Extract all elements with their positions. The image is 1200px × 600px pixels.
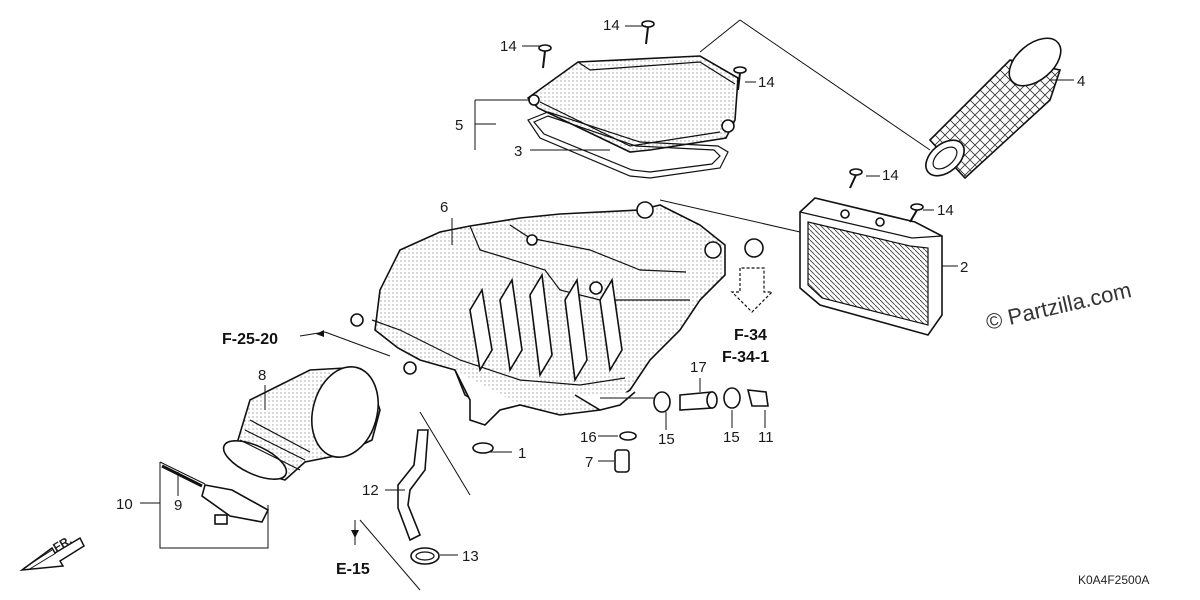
callout-15-right: 15 bbox=[723, 429, 740, 446]
plug-7[interactable] bbox=[614, 449, 630, 473]
callout-16: 16 bbox=[580, 429, 597, 446]
front-direction-arrow bbox=[19, 536, 85, 572]
callout-14-left: 14 bbox=[500, 38, 517, 55]
callout-13: 13 bbox=[462, 548, 479, 565]
cover-gasket[interactable] bbox=[527, 111, 729, 179]
hose-clamp-13[interactable] bbox=[410, 547, 440, 565]
air-cleaner-housing[interactable] bbox=[350, 201, 726, 426]
callout-11: 11 bbox=[758, 429, 774, 446]
watermark: © Partzilla.com bbox=[984, 277, 1134, 335]
callout-2: 2 bbox=[960, 259, 968, 276]
callout-14-right: 14 bbox=[758, 74, 775, 91]
callout-14-top: 14 bbox=[603, 17, 620, 34]
callout-5: 5 bbox=[455, 117, 463, 134]
screw-14-top[interactable] bbox=[641, 20, 655, 45]
reference-e-15[interactable]: E-15 bbox=[336, 561, 370, 578]
air-cleaner-element[interactable] bbox=[799, 197, 943, 336]
diagram-code: K0A4F2500A bbox=[1078, 573, 1149, 587]
breather-valve[interactable] bbox=[744, 238, 764, 258]
callout-15-left: 15 bbox=[658, 431, 675, 448]
drain-tube[interactable] bbox=[397, 429, 429, 542]
screw-14-element-b[interactable] bbox=[909, 203, 924, 223]
callout-10: 10 bbox=[116, 496, 133, 513]
air-cleaner-connecting-tube[interactable] bbox=[218, 359, 388, 487]
callout-6: 6 bbox=[440, 199, 448, 216]
screw-14-right[interactable] bbox=[733, 66, 747, 91]
clamp-15a[interactable] bbox=[653, 391, 671, 413]
hose-17[interactable] bbox=[679, 391, 718, 411]
clamp-screw-assembly[interactable] bbox=[159, 461, 270, 549]
callout-7: 7 bbox=[585, 454, 593, 471]
clip-1[interactable] bbox=[472, 442, 494, 454]
cap-11[interactable] bbox=[746, 389, 769, 407]
callout-14-element-b: 14 bbox=[937, 202, 954, 219]
leader-lines bbox=[140, 19, 1074, 591]
reference-f-25-20[interactable]: F-25-20 bbox=[222, 331, 278, 348]
clip-16[interactable] bbox=[619, 431, 637, 441]
callout-3: 3 bbox=[514, 143, 522, 160]
screw-14-left[interactable] bbox=[538, 44, 552, 69]
callout-9: 9 bbox=[174, 497, 182, 514]
reference-f-34-1[interactable]: F-34-1 bbox=[722, 349, 769, 366]
reference-f-34[interactable]: F-34 bbox=[734, 327, 767, 344]
air-cleaner-cover[interactable] bbox=[526, 55, 739, 153]
callout-8: 8 bbox=[258, 367, 266, 384]
reference-arrow-f34 bbox=[730, 267, 774, 313]
callout-17: 17 bbox=[690, 359, 707, 376]
callout-1: 1 bbox=[518, 445, 526, 462]
callout-14-element-a: 14 bbox=[882, 167, 899, 184]
air-intake-tube[interactable] bbox=[919, 29, 1069, 183]
screw-14-element-a[interactable] bbox=[849, 168, 863, 189]
callout-12: 12 bbox=[362, 482, 379, 499]
callout-4: 4 bbox=[1077, 73, 1085, 90]
clamp-15b[interactable] bbox=[723, 387, 741, 409]
